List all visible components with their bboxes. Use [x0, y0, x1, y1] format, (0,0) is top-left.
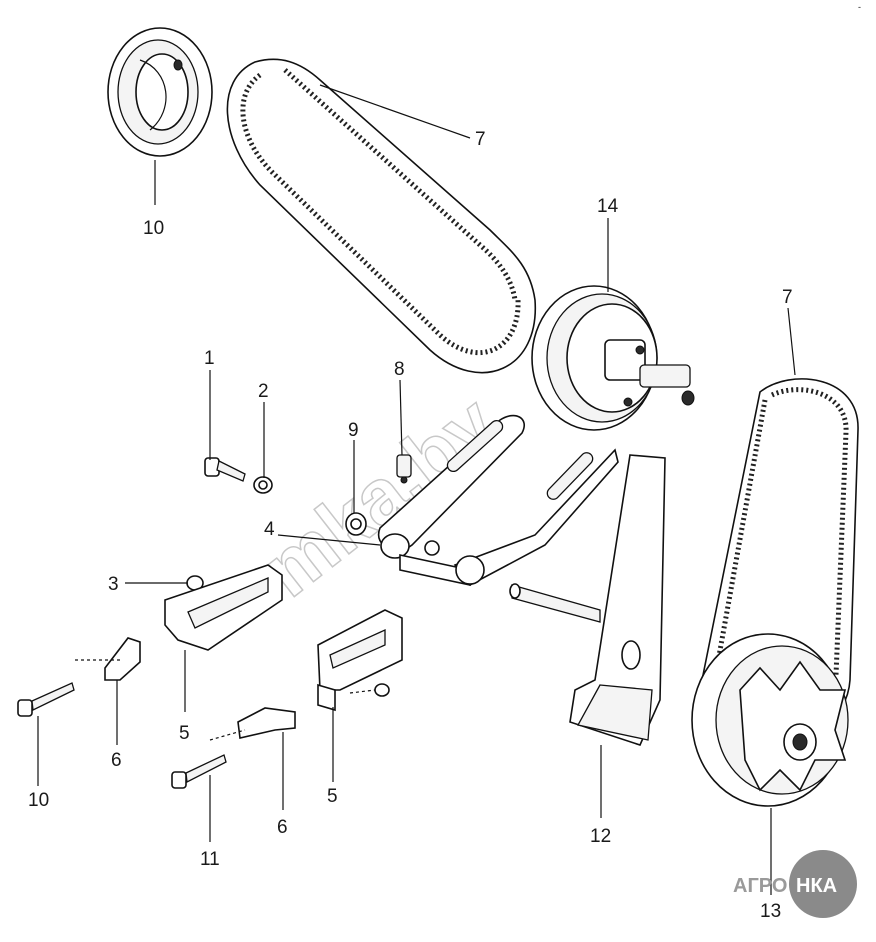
tension-arm-4	[377, 414, 619, 587]
grease-nipple-8	[396, 454, 412, 484]
clip-6-left	[104, 637, 141, 681]
callout-10-left: 10	[28, 790, 49, 811]
callout-2: 2	[258, 381, 269, 402]
bolt-10-right	[171, 754, 227, 789]
corner-mark: -	[858, 2, 861, 12]
callout-9: 9	[348, 420, 359, 441]
callout-13: 10	[143, 218, 164, 239]
leader-lines	[37, 84, 796, 895]
callout-7-upper: 7	[475, 129, 486, 150]
callout-14: 14	[597, 196, 619, 217]
sprocket-pulley-12	[691, 633, 849, 807]
callout-3: 3	[108, 574, 119, 595]
logo-right-text: НКА	[796, 875, 837, 897]
nut-2	[253, 476, 273, 494]
callout-12: 13	[760, 901, 781, 922]
callout-10-right: 11	[200, 849, 220, 870]
logo-left-text: АГРО	[733, 875, 787, 897]
callout-5-right: 5	[327, 786, 338, 807]
callout-6-left: 6	[111, 750, 122, 771]
bracket-5-right	[317, 609, 403, 712]
bolt-10-left	[17, 682, 75, 717]
bracket-11	[509, 454, 666, 746]
callout-labels: 10 7 14 7 1 2 8 9 4 3 5 6 10 5 6 11 12 1…	[28, 129, 793, 922]
callout-7-lower: 7	[782, 287, 793, 308]
bracket-5-left	[164, 564, 283, 651]
washer-9	[345, 512, 367, 536]
logo-badge	[789, 850, 857, 918]
callout-6-right: 6	[277, 817, 288, 838]
pulley-14	[531, 285, 695, 431]
bolt-1	[204, 457, 246, 482]
clip-6-right	[237, 707, 296, 739]
callout-1: 1	[204, 348, 215, 369]
pulley-13	[107, 27, 213, 157]
callout-11: 12	[590, 826, 611, 847]
agronka-logo: АГРО НКА	[733, 850, 857, 918]
callout-8: 8	[394, 359, 405, 380]
callout-5-left: 5	[179, 723, 190, 744]
belt-7-upper	[226, 58, 536, 374]
callout-4: 4	[264, 519, 275, 540]
